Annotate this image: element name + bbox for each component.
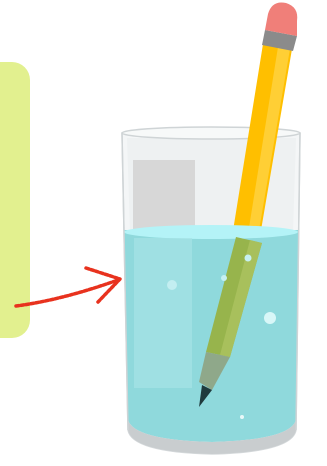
pointer-arrow <box>16 268 120 306</box>
arrow-shaft <box>16 280 118 306</box>
bubble <box>167 280 177 290</box>
bubble <box>221 275 227 281</box>
bubble <box>245 255 252 262</box>
water-surface <box>124 225 298 239</box>
bubble <box>264 312 276 324</box>
note-panel <box>0 62 30 338</box>
bubble <box>240 415 244 419</box>
water-shine <box>134 238 192 388</box>
